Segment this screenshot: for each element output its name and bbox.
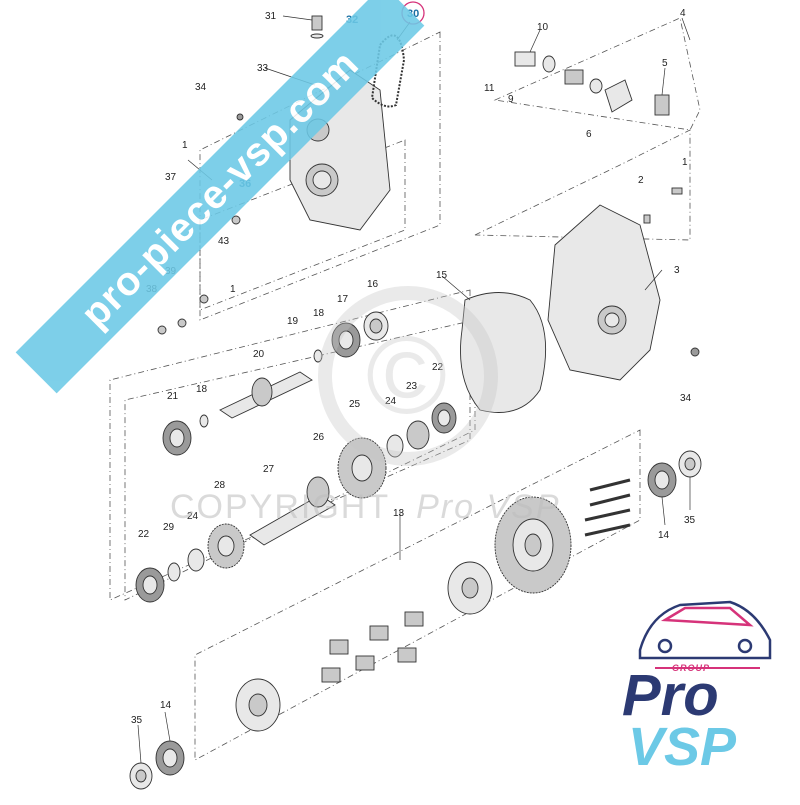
washer-29-part	[167, 562, 181, 582]
logo-group-label: GROUP	[672, 663, 711, 673]
top-right-outline	[493, 17, 701, 131]
callout-20: 20	[253, 349, 265, 360]
copyright-text: COPYRIGHT	[170, 488, 391, 526]
callout-18-top: 18	[313, 308, 325, 319]
logo-vsp-label: VSP	[628, 717, 737, 777]
right-cover-part	[547, 204, 661, 381]
callout-16: 16	[367, 279, 379, 290]
copyright-watermark: COPYRIGHT Pro VSP	[170, 488, 561, 527]
callout-26: 26	[313, 432, 325, 443]
seal-35b-part	[129, 762, 153, 790]
callout-9: 9	[508, 94, 514, 105]
callout-15: 15	[436, 270, 448, 281]
callout-37: 37	[165, 172, 177, 183]
bearing-21-part	[162, 420, 192, 456]
bearing-22b-part	[135, 567, 165, 603]
callout-19: 19	[287, 316, 299, 327]
callout-43: 43	[218, 236, 230, 247]
callout-34-top: 34	[195, 82, 207, 93]
callout-18-mid: 18	[196, 384, 208, 395]
small-fasteners	[157, 113, 700, 428]
callout-1-right: 1	[682, 157, 688, 168]
callout-11: 11	[484, 83, 495, 94]
callout-29: 29	[163, 522, 175, 533]
callout-34-right: 34	[680, 393, 692, 404]
logo-pro-label: Pro	[622, 663, 719, 728]
callout-6: 6	[586, 129, 592, 140]
callout-31: 31	[265, 11, 277, 22]
callout-33: 33	[257, 63, 269, 74]
output-shaft-part	[249, 476, 336, 546]
provsp-logo: GROUP Pro VSP	[610, 580, 790, 780]
callout-17: 17	[337, 294, 349, 305]
copyright-brand: Pro VSP	[416, 488, 561, 526]
callout-13: 13	[393, 508, 405, 519]
car-outline-icon	[638, 600, 772, 669]
callout-28: 28	[214, 480, 226, 491]
callout-27: 27	[263, 464, 275, 475]
callout-1-mid: 1	[230, 284, 236, 295]
needle-bearing-24b-part	[187, 548, 205, 572]
callout-21: 21	[167, 391, 179, 402]
callout-5: 5	[662, 58, 668, 69]
diff-carrier-part	[447, 561, 493, 615]
sprocket-28-part	[207, 523, 245, 569]
callout-14-bottom: 14	[160, 700, 172, 711]
input-shaft-part	[219, 371, 313, 419]
callout-10: 10	[537, 22, 549, 33]
ring-gear-part	[494, 496, 572, 594]
diff-case-part	[235, 678, 281, 732]
callout-35-right: 35	[684, 515, 696, 526]
pinion-gears-part	[321, 611, 424, 683]
callout-3: 3	[674, 265, 680, 276]
selector-shaft-parts	[514, 51, 670, 116]
callout-2: 2	[638, 175, 644, 186]
seal-35a-part	[678, 450, 702, 478]
bolts-group	[584, 478, 631, 537]
cover-group-outline	[199, 31, 441, 321]
copyright-symbol: ©	[366, 314, 448, 437]
callout-14-right: 14	[658, 530, 670, 541]
bearing-14b-part	[155, 740, 185, 776]
cover-bolts-outline	[199, 139, 406, 311]
callout-22-bottom: 22	[138, 529, 150, 540]
callout-35-bottom: 35	[131, 715, 143, 726]
callout-4: 4	[680, 8, 686, 19]
shaft-inner-outline	[124, 319, 476, 601]
callout-24-bottom: 24	[187, 511, 199, 522]
leader-lines	[137, 15, 691, 764]
callout-1-top: 1	[182, 140, 188, 151]
bearing-14a-part	[647, 462, 677, 498]
copyright-watermark-circle: ©	[318, 286, 498, 466]
breather-fitting-part	[310, 15, 324, 39]
